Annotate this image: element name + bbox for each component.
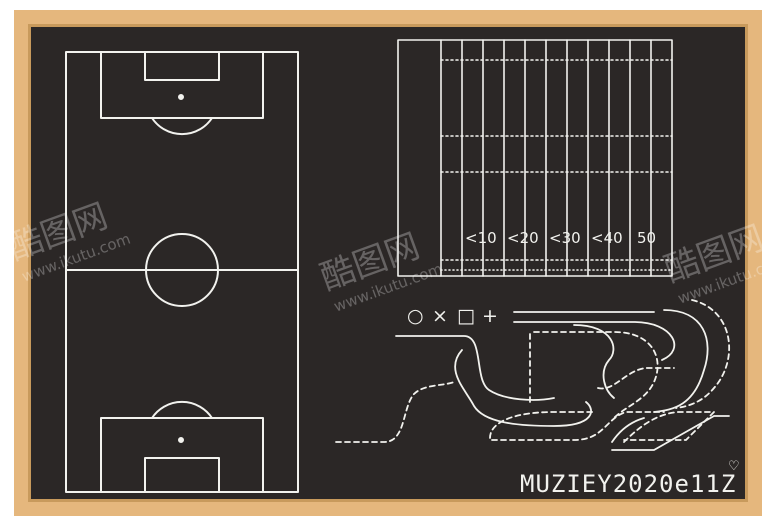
soccer-top-penalty-spot [178,94,184,100]
chalkboard: <10 <20 <30 <40 50 ○ × □ + [14,10,762,516]
football-yard-labels: <10 <20 <30 <40 50 [465,229,656,247]
yard-label: <20 [507,229,539,247]
square-symbol: □ [457,305,475,327]
plus-symbol: + [482,305,498,327]
soccer-top-goal-box [144,51,220,81]
board-surface [31,27,745,499]
cross-symbol: × [432,305,448,327]
yard-label: <10 [465,229,497,247]
heart-icon: ♡ [728,459,740,474]
yard-label: 50 [637,229,656,247]
play-symbols: ○ × □ + [407,305,498,327]
chalkboard-canvas: <10 <20 <30 <40 50 ○ × □ + [14,10,762,516]
yard-label: <30 [549,229,581,247]
circle-symbol: ○ [407,305,424,327]
signature-text: MUZIEY2020e11Z [520,470,736,498]
track-doodles [335,299,731,451]
football-outline [397,39,673,277]
football-field [397,39,673,277]
soccer-center-circle [145,233,219,307]
soccer-field [65,51,299,493]
soccer-bottom-penalty-spot [178,437,184,443]
yard-label: <40 [591,229,623,247]
soccer-bottom-goal-box [144,457,220,493]
soccer-top-arc [151,117,213,136]
soccer-bottom-arc [151,400,213,419]
